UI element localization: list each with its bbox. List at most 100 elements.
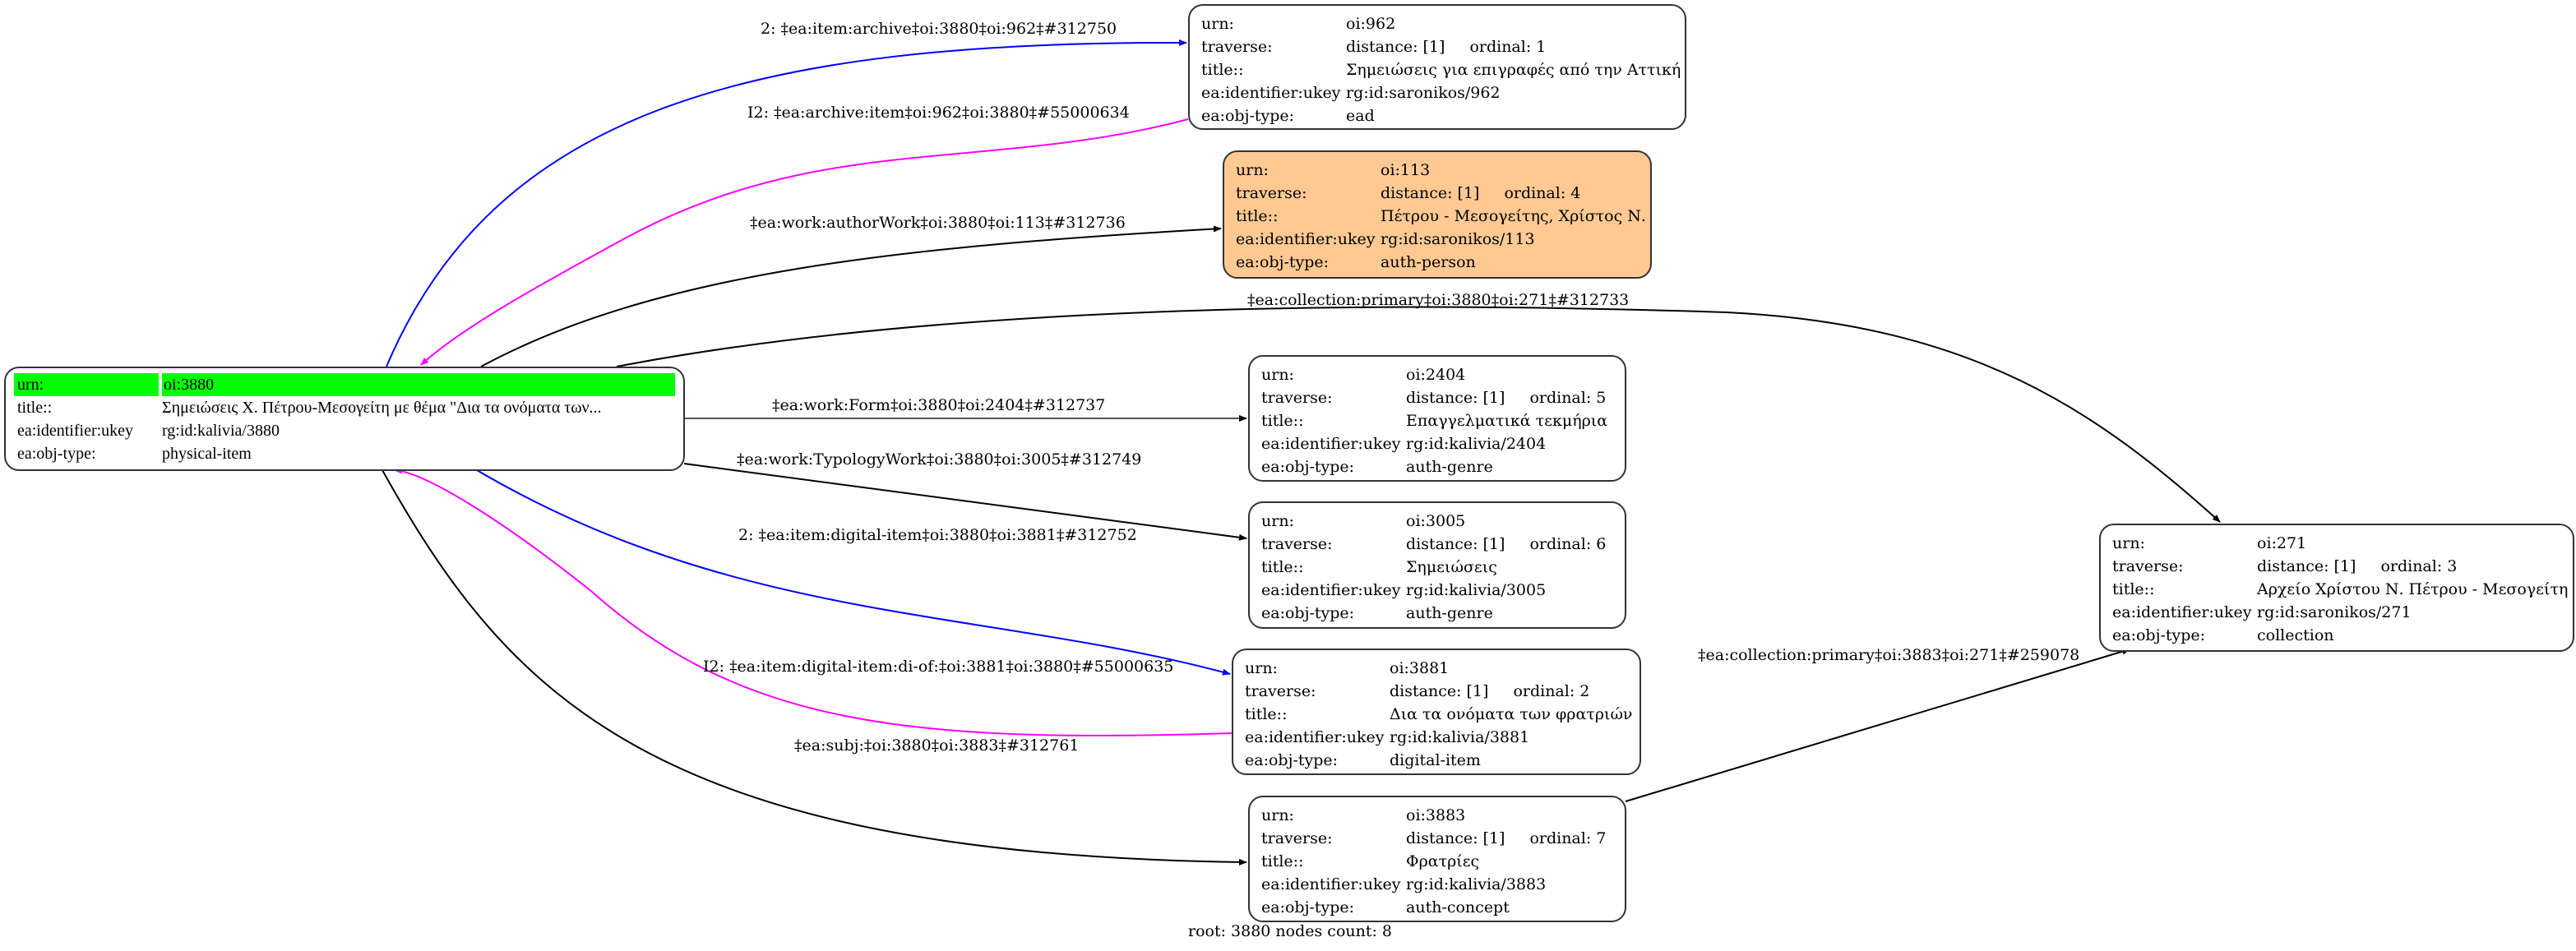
node-urn: oi:3881 — [1390, 659, 1450, 677]
field-label: title:: — [1201, 61, 1244, 79]
field-label: ea:identifier:ukey — [2112, 603, 2252, 621]
field-label: ea:obj-type: — [1261, 458, 1355, 476]
node-type-row: ea:obj-type: auth-genre — [1261, 455, 1613, 478]
footer-status: root: 3880 nodes count: 8 — [1188, 922, 1393, 940]
field-label: urn: — [1236, 161, 1269, 179]
node-traverse: distance: [1] — [1406, 829, 1505, 847]
node-traverse: distance: [1] — [1380, 184, 1480, 202]
edge-label: 2: ‡ea:item:archive‡oi:3880‡oi:962‡#3127… — [761, 20, 1117, 38]
field-label: ea:identifier:ukey — [1261, 581, 1401, 599]
node-traverse: distance: [1] — [1390, 682, 1489, 700]
node-urn-row: urn:oi:3883 — [1261, 804, 1613, 827]
field-label: ea:identifier:ukey — [1261, 435, 1401, 453]
edge-label: ‡ea:work:TypologyWork‡oi:3880‡oi:3005‡#3… — [737, 450, 1142, 469]
root-node[interactable]: urn: oi:3880 title:: Σημειώσεις Χ. Πέτρο… — [4, 367, 685, 471]
node-oi-3881[interactable]: urn:oi:3881 traverse: distance: [1] ordinal… — [1232, 649, 1641, 775]
node-type-row: ea:obj-type: auth-genre — [1261, 602, 1613, 625]
field-label: ea:identifier:ukey — [17, 422, 134, 440]
edge-archive-inverse — [420, 118, 1189, 366]
edge-label: ‡ea:work:Form‡oi:3880‡oi:2404‡#312737 — [772, 396, 1106, 414]
edge-label: ‡ea:collection:primary‡oi:3880‡oi:271‡#3… — [1247, 291, 1630, 309]
node-title-row: title::Πέτρου - Μεσογείτης, Χρίστος Ν. — [1236, 205, 1646, 228]
node-urn-row: urn:oi:2404 — [1261, 363, 1613, 386]
field-label: traverse: — [1261, 389, 1333, 407]
edge-digital-item — [476, 469, 1231, 676]
node-ordinal: ordinal: 5 — [1529, 389, 1607, 407]
node-oi-3883[interactable]: urn:oi:3883 traverse: distance: [1] ordinal… — [1248, 796, 1626, 922]
node-ukey: rg:id:saronikos/113 — [1380, 230, 1535, 248]
node-traverse-row: traverse:distance: [1]ordinal: 3 — [2112, 555, 2561, 578]
node-title: Σημειώσεις — [1406, 558, 1497, 576]
node-oi-271[interactable]: urn: oi:271 traverse:distance: [1]ordinal:… — [2099, 524, 2574, 652]
node-title: Επαγγελματικά τεκμήρια — [1406, 412, 1608, 430]
field-label: ea:identifier:ukey — [1245, 728, 1385, 746]
edge-collection-primary-3883 — [1625, 648, 2130, 802]
node-type: auth-genre — [1406, 458, 1493, 476]
field-label: title:: — [2112, 580, 2155, 598]
field-label: urn: — [1261, 512, 1294, 530]
node-urn-row: urn:oi:3881 — [1245, 657, 1628, 680]
node-ukey-row: ea:identifier:ukey rg:id:saronikos/962 — [1201, 81, 1673, 104]
field-label: urn: — [1261, 366, 1294, 384]
node-urn-row: urn: oi:3005 — [1261, 510, 1613, 533]
field-label: ea:identifier:ukey — [1201, 84, 1341, 102]
edge-label: I2: ‡ea:item:digital-item:di-of:‡oi:3881… — [703, 658, 1174, 676]
node-ordinal: ordinal: 4 — [1504, 184, 1581, 202]
field-label: traverse: — [1261, 829, 1333, 847]
node-type-row: ea:obj-type:digital-item — [1245, 749, 1628, 772]
node-ukey: rg:id:saronikos/271 — [2257, 603, 2412, 621]
root-urn: oi:3880 — [162, 373, 675, 396]
root-type: physical-item — [162, 445, 252, 463]
node-urn: oi:113 — [1380, 161, 1431, 179]
root-urn-row: urn: oi:3880 — [14, 373, 675, 396]
field-label: traverse: — [2112, 557, 2184, 575]
node-ordinal: ordinal: 7 — [1529, 829, 1607, 847]
edge-label: ‡ea:subj:‡oi:3880‡oi:3883‡#312761 — [794, 736, 1080, 755]
field-label: ea:obj-type: — [1261, 898, 1355, 916]
root-ukey: rg:id:kalivia/3880 — [162, 422, 280, 440]
node-urn-row: urn: oi:113 — [1236, 159, 1639, 182]
field-label: title:: — [1261, 412, 1304, 430]
node-urn: oi:962 — [1346, 15, 1396, 33]
field-label: ea:obj-type: — [1261, 604, 1355, 622]
node-traverse: distance: [1] — [1406, 535, 1505, 553]
field-label: urn: — [1201, 15, 1234, 33]
node-type-row: ea:obj-type:collection — [2112, 624, 2561, 647]
field-label: urn: — [2112, 534, 2145, 552]
field-label: title:: — [1261, 558, 1304, 576]
node-title-row: title::Αρχείο Χρίστου Ν. Πέτρου - Μεσογε… — [2112, 578, 2568, 601]
node-type: auth-genre — [1406, 604, 1493, 622]
node-title-row: title::Σημειώσεις — [1261, 556, 1613, 579]
root-title-row: title:: Σημειώσεις Χ. Πέτρου-Μεσογείτη μ… — [14, 396, 675, 419]
node-type-row: ea:obj-type:auth-concept — [1261, 896, 1613, 919]
edge-label: 2: ‡ea:item:digital-item‡oi:3880‡oi:3881… — [738, 526, 1137, 544]
root-ukey-row: ea:identifier:ukey rg:id:kalivia/3880 — [14, 419, 675, 442]
node-traverse-row: traverse:distance: [1]ordinal: 5 — [1261, 386, 1613, 409]
edge-digital-item-inverse — [394, 467, 1233, 736]
node-traverse: distance: [1] — [1346, 38, 1445, 56]
field-label: traverse: — [1236, 184, 1307, 202]
node-urn: oi:271 — [2257, 534, 2307, 552]
node-oi-113[interactable]: urn: oi:113 traverse: distance: [1] ordinal:… — [1223, 150, 1652, 279]
node-type: digital-item — [1390, 751, 1481, 769]
node-ukey: rg:id:kalivia/3883 — [1406, 875, 1547, 893]
node-type: auth-person — [1380, 253, 1476, 271]
field-label: ea:obj-type: — [1236, 253, 1330, 271]
node-title-row: title::Δια τα ονόματα των φρατριών — [1245, 703, 1632, 726]
node-traverse-row: traverse: distance: [1] ordinal: 2 — [1245, 680, 1628, 703]
node-ordinal: ordinal: 2 — [1513, 682, 1590, 700]
field-label: title:: — [17, 399, 53, 417]
field-label: traverse: — [1245, 682, 1316, 700]
node-ukey: rg:id:saronikos/962 — [1346, 84, 1501, 102]
edge-label: ‡ea:work:authorWork‡oi:3880‡oi:113‡#3127… — [750, 214, 1126, 232]
node-title-row: title::Επαγγελματικά τεκμήρια — [1261, 409, 1613, 432]
node-urn: oi:3005 — [1406, 512, 1466, 530]
edge-typology-work — [683, 463, 1247, 541]
